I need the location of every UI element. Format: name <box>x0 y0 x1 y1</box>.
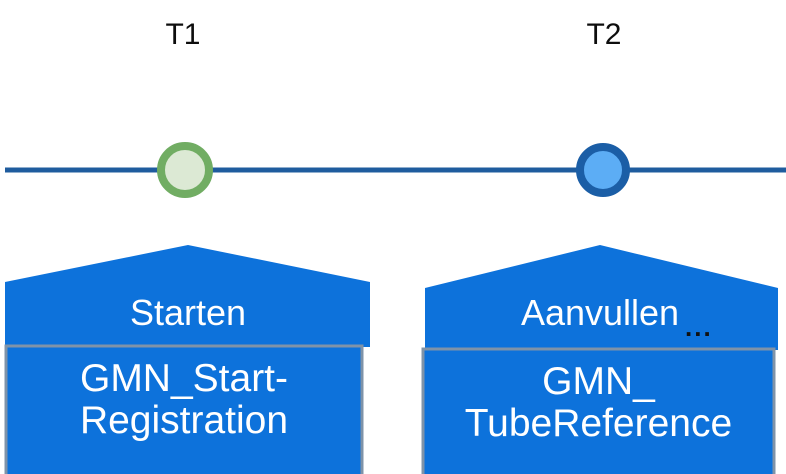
event-object-label-t1: GMN_Start- Registration <box>5 358 363 442</box>
event-action-ellipsis-t2: ... <box>685 312 713 342</box>
event-action-label-t2: Aanvullen <box>520 292 680 333</box>
marker-t2[interactable] <box>576 143 630 197</box>
event-object-label-t2: GMN_ TubeReference <box>422 361 775 445</box>
event-object-label-t2-line2: TubeReference <box>464 402 733 445</box>
event-object-label-t1-line1: GMN_Start- <box>79 357 289 400</box>
marker-t1[interactable] <box>157 142 213 198</box>
circle-marker-blue-icon[interactable] <box>576 143 630 197</box>
circle-marker-green-icon[interactable] <box>157 142 213 198</box>
event-object-label-t1-line2: Registration <box>79 399 289 442</box>
event-pentagon-t2[interactable] <box>425 245 778 350</box>
event-action-label-t1: Starten <box>129 292 247 333</box>
event-pentagon-t1[interactable] <box>5 245 370 347</box>
event-object-label-t2-line1: GMN_ <box>542 360 655 403</box>
timeline-label-t1: T1 <box>165 18 201 51</box>
event-box-t1[interactable] <box>4 344 364 474</box>
timeline-label-t2: T2 <box>586 18 622 51</box>
event-box-t2[interactable] <box>421 347 776 474</box>
